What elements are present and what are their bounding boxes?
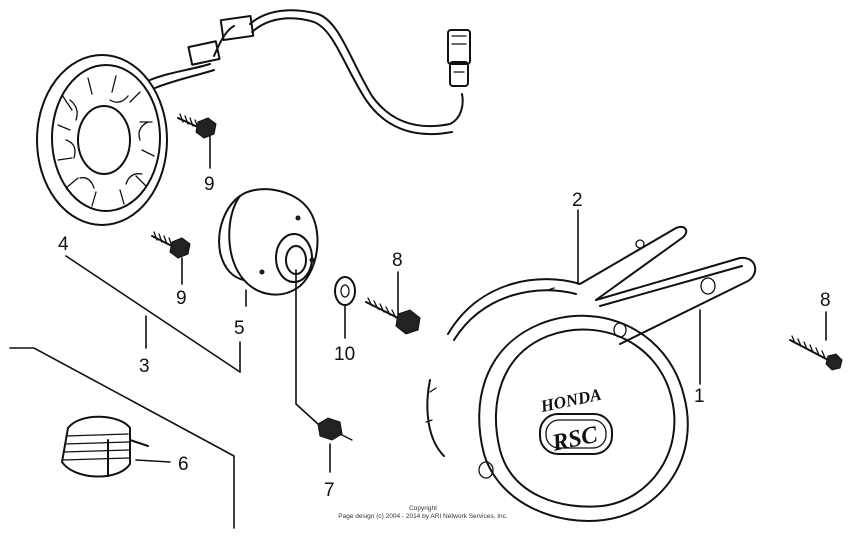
callout-3: 3 xyxy=(139,356,150,377)
stator-assembly xyxy=(36,9,471,226)
cover-brand-text: HONDA xyxy=(538,385,603,417)
left-side-cover xyxy=(425,226,756,522)
nut xyxy=(317,417,353,441)
drain-plug xyxy=(61,415,149,478)
leader-lines xyxy=(9,135,827,529)
bolt-8-right xyxy=(789,335,843,371)
callout-8-right: 8 xyxy=(820,290,831,311)
callout-6: 6 xyxy=(178,454,189,475)
washer xyxy=(334,276,356,306)
callout-4: 4 xyxy=(58,234,69,255)
callout-8-center: 8 xyxy=(392,250,403,271)
bolt-8-center xyxy=(365,297,421,335)
callout-1: 1 xyxy=(694,386,705,407)
copyright-line-1: Copyright xyxy=(409,505,437,512)
copyright-line-2: Page design (c) 2004 - 2014 by ARI Netwo… xyxy=(338,513,508,520)
callout-7: 7 xyxy=(324,480,335,501)
callout-9-lower: 9 xyxy=(176,288,187,309)
rotor xyxy=(218,188,319,296)
bolt-9-lower xyxy=(151,231,191,259)
callout-9-upper: 9 xyxy=(204,174,215,195)
callout-2: 2 xyxy=(572,190,583,211)
bolt-9-upper xyxy=(177,113,217,139)
callout-5: 5 xyxy=(234,318,245,339)
callout-10: 10 xyxy=(334,344,355,365)
cover-model-text: RSC xyxy=(549,422,601,457)
